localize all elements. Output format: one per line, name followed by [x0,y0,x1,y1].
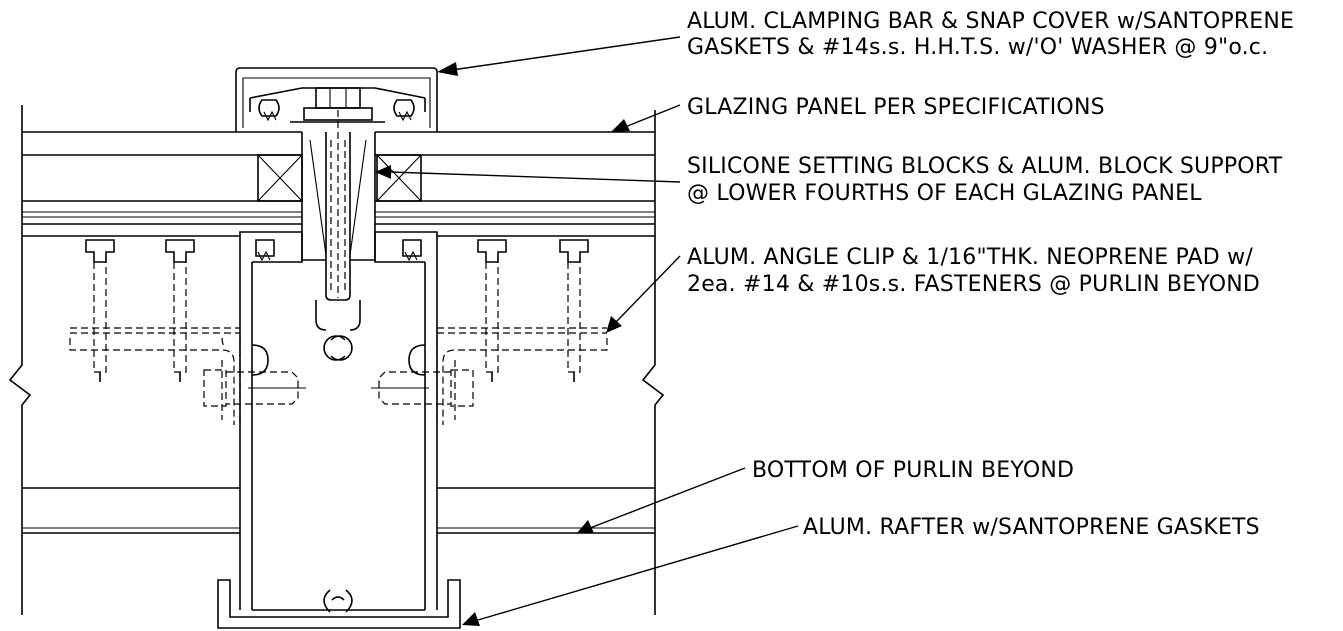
rafter-top-flanges [239,231,438,262]
rafter-bottom-flange [217,579,461,629]
horizontal-fastener-right [371,360,474,420]
callout-angle-clip-line1: ALUM. ANGLE CLIP & 1/16"THK. NEOPRENE PA… [687,245,1253,270]
purlin-left [22,487,240,534]
leader-setting-blocks [375,165,681,183]
rafter-screw-port-top [323,335,353,361]
glazing-panel-left [22,131,302,237]
callout-glazing-panel: GLAZING PANEL PER SPECIFICATIONS [687,95,1105,120]
purlin-right [437,487,655,534]
setting-block-right [376,154,422,202]
fastener-right-2 [559,239,589,382]
rafter-screw-port-bottom [323,589,353,613]
callout-setting-blocks-line1: SILICONE SETTING BLOCKS & ALUM. BLOCK SU… [687,154,1283,179]
callout-clamping-bar-line2: GASKETS & #14s.s. H.H.T.S. w/'O' WASHER … [687,35,1268,60]
leader-glazing-panel [611,104,681,132]
fastener-right-1 [477,239,507,382]
callout-angle-clip-line2: 2ea. #14 & #10s.s. FASTENERS @ PURLIN BE… [687,272,1260,297]
fastener-left-2 [165,239,195,382]
snap-cover [235,67,438,132]
callout-purlin-bottom: BOTTOM OF PURLIN BEYOND [752,458,1074,483]
left-break-line [8,105,32,615]
fastener-left-1 [85,239,115,382]
hex-head-screw [303,87,373,301]
callout-rafter: ALUM. RAFTER w/SANTOPRENE GASKETS [803,515,1260,540]
glazing-panel-right [375,131,655,237]
horizontal-fastener-left [203,360,306,420]
leader-angle-clip [606,255,681,333]
leader-rafter [462,525,799,626]
leader-purlin-bottom [577,467,746,533]
angle-clip-left [69,327,241,425]
callout-setting-blocks-line2: @ LOWER FOURTHS OF EACH GLAZING PANEL [687,181,1202,206]
callout-clamping-bar-line1: ALUM. CLAMPING BAR & SNAP COVER w/SANTOP… [687,9,1294,34]
setting-block-left [257,154,303,202]
leader-clamping-bar [437,36,681,76]
right-break-line [641,110,665,615]
angle-clip-right [436,327,608,425]
block-support-wedges [301,132,376,261]
rafter-side-notches [251,344,426,376]
